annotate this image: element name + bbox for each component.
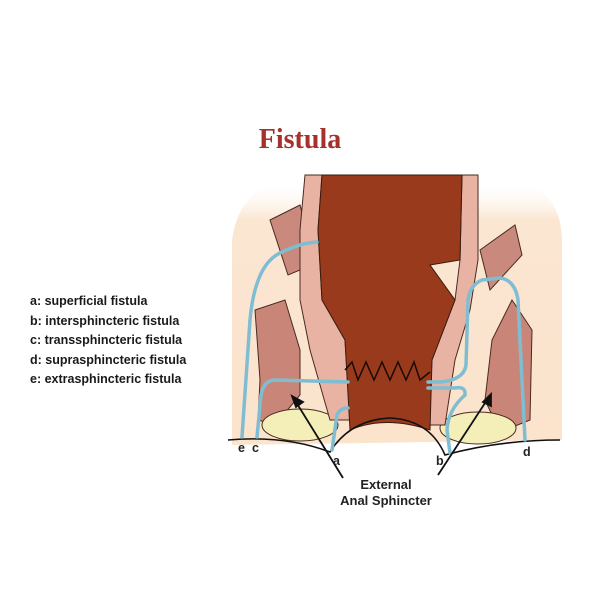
fistula-tract-e <box>240 240 319 439</box>
right-rectal-wall <box>427 174 479 426</box>
legend-item-e: e: extrasphincteric fistula <box>30 372 182 386</box>
right-arrowhead <box>481 391 492 408</box>
label-c: c <box>252 441 259 455</box>
fistula-tract-b <box>426 385 467 455</box>
external-sphincter-caption: External Anal Sphincter <box>326 477 446 509</box>
legend-item-b: b: intersphincteric fistula <box>30 313 180 328</box>
right-levator-muscle <box>479 224 523 292</box>
diagram-title: Fistula <box>258 124 342 155</box>
right-subcutaneous-fat <box>439 411 517 445</box>
skin-line <box>227 417 561 456</box>
label-d: d <box>523 445 531 459</box>
legend-item-c: c: transsphincteric fistula <box>30 333 183 347</box>
legend-item-d: d: suprasphincteric fistula <box>30 352 187 367</box>
fistula-tract-a <box>330 406 350 452</box>
caption-line-1: External <box>360 477 412 492</box>
legend: a: superficial fistula b: intersphincter… <box>30 292 186 390</box>
label-b: b <box>436 454 444 468</box>
fistula-tract-c <box>255 378 350 439</box>
fistula-tract-d <box>426 276 527 442</box>
left-arrowhead <box>290 394 305 409</box>
label-a: a <box>333 454 341 468</box>
legend-item-a: a: superficial fistula <box>30 294 148 308</box>
left-sphincter-arrow <box>295 401 344 479</box>
label-e: e <box>238 441 245 455</box>
left-subcutaneous-fat <box>261 408 339 442</box>
dentate-line <box>344 359 431 383</box>
caption-line-2: Anal Sphincter <box>340 493 432 508</box>
right-sphincter-arrow <box>437 399 488 476</box>
